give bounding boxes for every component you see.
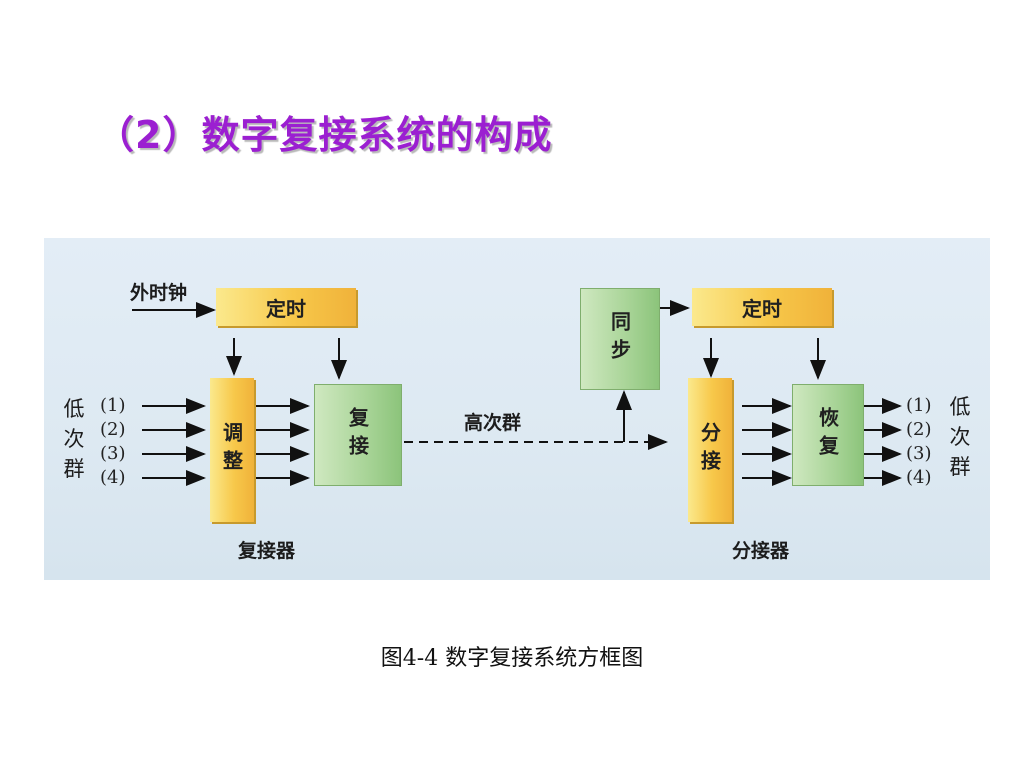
split-box: 分接 (688, 378, 732, 522)
restore-box: 恢复 (792, 384, 864, 486)
adjust-box: 调整 (210, 378, 254, 522)
multiplexer-label: 复接器 (238, 540, 296, 562)
multiplex-system-diagram: 外时钟 定时 调整 复接 低 次 群 (1) (2) (3) (4) 复接器 高… (44, 238, 990, 580)
mux-box: 复接 (314, 384, 402, 486)
low-group-left-char: 次 (63, 427, 85, 451)
low-group-right-char: 次 (949, 425, 971, 449)
input-channel-3: (3) (100, 443, 126, 464)
mux-box-label: 复接 (345, 407, 370, 463)
output-channel-2: (2) (906, 419, 932, 440)
diagram-connectors (132, 300, 902, 486)
low-group-left-label: 低 次 群 (62, 394, 86, 484)
page-title: （2）数字复接系统的构成 (96, 113, 553, 157)
output-channel-1: (1) (906, 395, 932, 416)
input-channel-1: (1) (100, 395, 126, 416)
sync-box-label: 同步 (607, 311, 632, 367)
timing-box-right-label: 定时 (742, 296, 782, 321)
low-group-right-label: 低 次 群 (948, 392, 972, 482)
sync-box: 同步 (580, 288, 660, 390)
output-channel-4: (4) (906, 467, 932, 488)
output-channel-3: (3) (906, 443, 932, 464)
timing-box-left-label: 定时 (266, 296, 306, 321)
low-group-right-char: 群 (949, 455, 971, 479)
input-channel-4: (4) (100, 467, 126, 488)
low-group-left-char: 低 (63, 397, 85, 421)
low-group-right-char: 低 (949, 395, 971, 419)
low-group-left-char: 群 (63, 457, 85, 481)
external-clock-label: 外时钟 (130, 282, 188, 304)
input-channel-2: (2) (100, 419, 126, 440)
timing-box-left: 定时 (216, 288, 356, 326)
demultiplexer-label: 分接器 (732, 540, 790, 562)
timing-box-right: 定时 (692, 288, 832, 326)
figure-caption: 图4-4 数字复接系统方框图 (380, 646, 644, 671)
restore-box-label: 恢复 (815, 407, 840, 463)
split-box-label: 分接 (697, 422, 722, 478)
adjust-box-label: 调整 (219, 422, 244, 478)
high-group-label: 高次群 (464, 412, 522, 434)
